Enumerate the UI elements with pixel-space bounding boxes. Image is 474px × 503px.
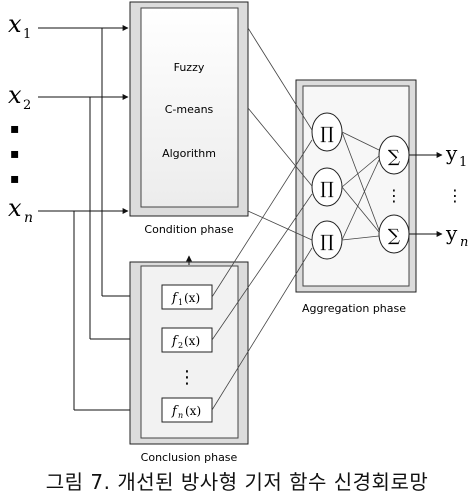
product-node-3: ∏: [311, 220, 343, 260]
figure-caption: 그림 7. 개선된 방사형 기저 함수 신경회로망: [45, 470, 429, 494]
input-xn-label: x n: [8, 194, 33, 226]
svg-text:▪: ▪: [10, 146, 20, 162]
svg-text:▪: ▪: [10, 171, 20, 187]
svg-text:f: f: [171, 291, 179, 306]
svg-text:n: n: [178, 411, 183, 420]
svg-text:2: 2: [23, 98, 31, 113]
svg-text:n: n: [460, 235, 468, 250]
svg-text:y: y: [445, 221, 458, 245]
svg-text:∑: ∑: [388, 147, 400, 167]
svg-text:x: x: [8, 194, 22, 222]
input-x2-label: x 2: [8, 81, 31, 113]
conclusion-phase-label: Conclusion phase: [141, 451, 238, 464]
sum-node-1: ∑: [378, 135, 410, 175]
svg-text:(x): (x): [185, 404, 201, 418]
svg-text:∏: ∏: [320, 179, 334, 199]
output-yn-label: y n: [445, 221, 468, 250]
condition-phase-box: Fuzzy C-means Algorithm: [129, 1, 249, 217]
svg-text:(x): (x): [184, 291, 200, 305]
svg-text:∑: ∑: [388, 226, 400, 246]
svg-text:▪: ▪: [10, 121, 20, 137]
conclusion-vdots: ⋮: [178, 367, 196, 388]
svg-text:2: 2: [178, 341, 183, 350]
function-node-fn: f n (x): [161, 397, 213, 423]
condition-phase-label: Condition phase: [144, 223, 233, 236]
svg-text:(x): (x): [184, 334, 200, 348]
svg-text:f: f: [171, 404, 179, 419]
svg-text:x: x: [8, 81, 22, 109]
svg-text:1: 1: [178, 298, 183, 307]
condition-text-algorithm: Algorithm: [162, 147, 216, 160]
function-node-f1: f 1 (x): [161, 284, 213, 310]
output-vdots: ⋮: [447, 186, 463, 205]
svg-text:f: f: [171, 334, 179, 349]
svg-text:x: x: [8, 10, 22, 38]
output-arrows: [409, 152, 443, 237]
input-dots: ▪ ▪ ▪: [10, 121, 20, 187]
product-node-1: ∏: [311, 112, 343, 152]
svg-text:n: n: [24, 210, 33, 226]
svg-text:1: 1: [459, 155, 467, 170]
output-y1-label: y 1: [445, 141, 467, 170]
product-node-2: ∏: [311, 167, 343, 207]
sum-vdots: ⋮: [386, 186, 402, 205]
product-to-sum-links: [341, 131, 380, 241]
input-x1-label: x 1: [8, 10, 31, 42]
function-node-f2: f 2 (x): [161, 327, 213, 353]
sum-node-n: ∑: [378, 214, 410, 254]
condition-to-product-links: [247, 27, 313, 241]
function-to-product-links: [211, 139, 313, 411]
svg-text:∏: ∏: [320, 232, 334, 252]
condition-text-cmeans: C-means: [165, 103, 214, 116]
condition-text-fuzzy: Fuzzy: [174, 61, 205, 74]
svg-text:y: y: [445, 141, 458, 165]
aggregation-phase-label: Aggregation phase: [302, 302, 406, 315]
svg-text:1: 1: [23, 27, 31, 42]
svg-text:∏: ∏: [320, 124, 334, 144]
